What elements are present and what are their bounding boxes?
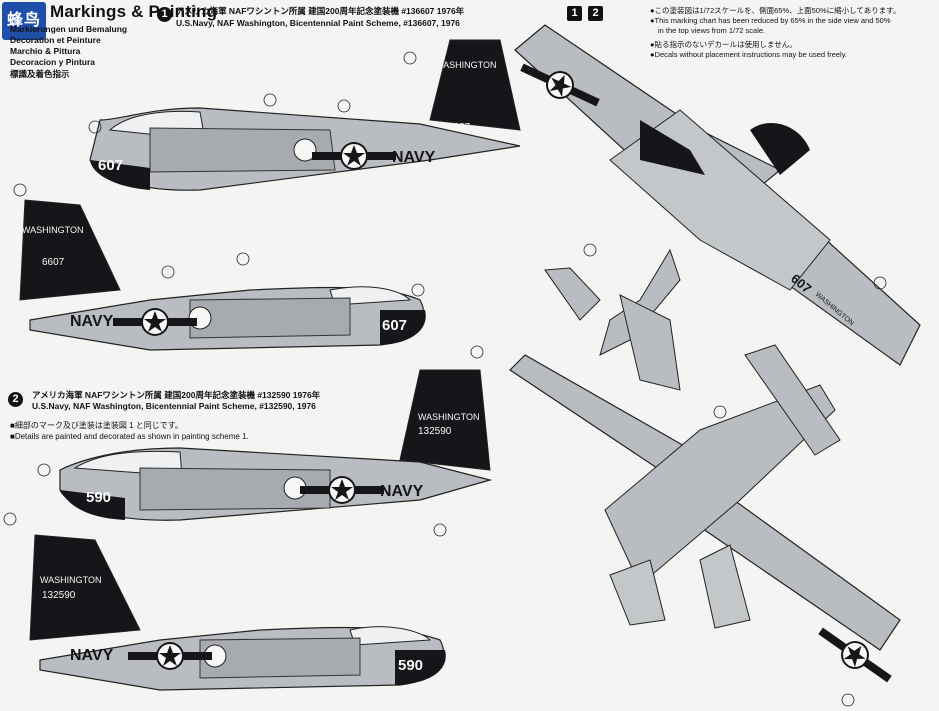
- scheme1-title-jp: アメリカ海軍 NAFワシントン所属 建国200周年記念塗装機 #136607 1…: [176, 6, 465, 16]
- scheme2-title-jp: アメリカ海軍 NAFワシントン所属 建国200周年記念塗装機 #132590 1…: [32, 390, 321, 400]
- watermark-logo: 蜂鸟: [2, 2, 46, 40]
- top-view-badge-2: 2: [588, 6, 603, 21]
- top-view-1: 607 WASHINGTON: [514, 24, 921, 391]
- tail-number-2a: 132590: [418, 426, 452, 437]
- top-view-2: [509, 344, 901, 691]
- side-view-2b: NAVY 590 WASHINGTON 132590: [29, 534, 446, 691]
- scheme1-title-en: U.S.Navy, NAF Washington, Bicentennial P…: [176, 18, 460, 28]
- subtitle-fr: Decoration et Peinture: [10, 35, 101, 45]
- scale-note-jp: ●この塗装図は1/72スケールを、側面65%、上面50%に縮小してあります。: [650, 6, 901, 15]
- navy-text-1b: NAVY: [70, 313, 114, 330]
- scale-note-en-2: in the top views from 1/72 scale.: [658, 26, 766, 35]
- decal-note-jp: ●貼る指示のないデカールは使用しません。: [650, 40, 797, 49]
- tail-name-1b: WASHINGTON: [22, 225, 84, 235]
- scheme2-badge: 2: [8, 392, 23, 407]
- tail-name-1a: WASHINGTON: [435, 60, 497, 70]
- tail-number-1b: 6607: [42, 257, 65, 268]
- scheme2-note-jp: ■細部のマーク及び塗装は塗装図 1 と同じです。: [10, 421, 183, 430]
- subtitle-jp: 標識及着色指示: [10, 69, 70, 79]
- scale-note-en-1: ●This marking chart has been reduced by …: [650, 16, 891, 25]
- subtitle-es: Decoracion y Pintura: [10, 57, 96, 67]
- nose-number-1a: 607: [98, 157, 123, 174]
- tail-number-1a: 6607: [448, 122, 471, 133]
- page-title: Markings & Painting: [50, 2, 218, 21]
- tail-name-2b: WASHINGTON: [40, 575, 102, 585]
- navy-text-2a: NAVY: [380, 483, 424, 500]
- side-view-2a: NAVY 590 WASHINGTON 132590: [59, 369, 493, 521]
- tail-number-2b: 132590: [42, 590, 76, 601]
- tail-name-2a: WASHINGTON: [418, 412, 480, 422]
- scheme2-note-en: ■Details are painted and decorated as sh…: [10, 432, 249, 441]
- subtitle-it: Marchio & Pittura: [10, 46, 81, 56]
- side-view-1a: NAVY 607 WASHINGTON 6607: [89, 39, 521, 191]
- nose-number-2b: 590: [398, 657, 423, 674]
- nose-number-1b: 607: [382, 317, 407, 334]
- scheme1-badge: 1: [157, 7, 172, 22]
- nose-number-2a: 590: [86, 489, 111, 506]
- subtitle-de: Markierungen und Bemalung: [10, 24, 128, 34]
- callout-markers: [3, 51, 887, 707]
- navy-text-1a: NAVY: [392, 149, 436, 166]
- top-view-badge-1: 1: [567, 6, 582, 21]
- navy-text-2b: NAVY: [70, 647, 114, 664]
- scheme2-title-en: U.S.Navy, NAF Washington, Bicentennial P…: [32, 401, 316, 411]
- side-view-1b: NAVY 607 WASHINGTON 6607: [19, 199, 426, 351]
- decal-note-en: ●Decals without placement instructions m…: [650, 50, 847, 59]
